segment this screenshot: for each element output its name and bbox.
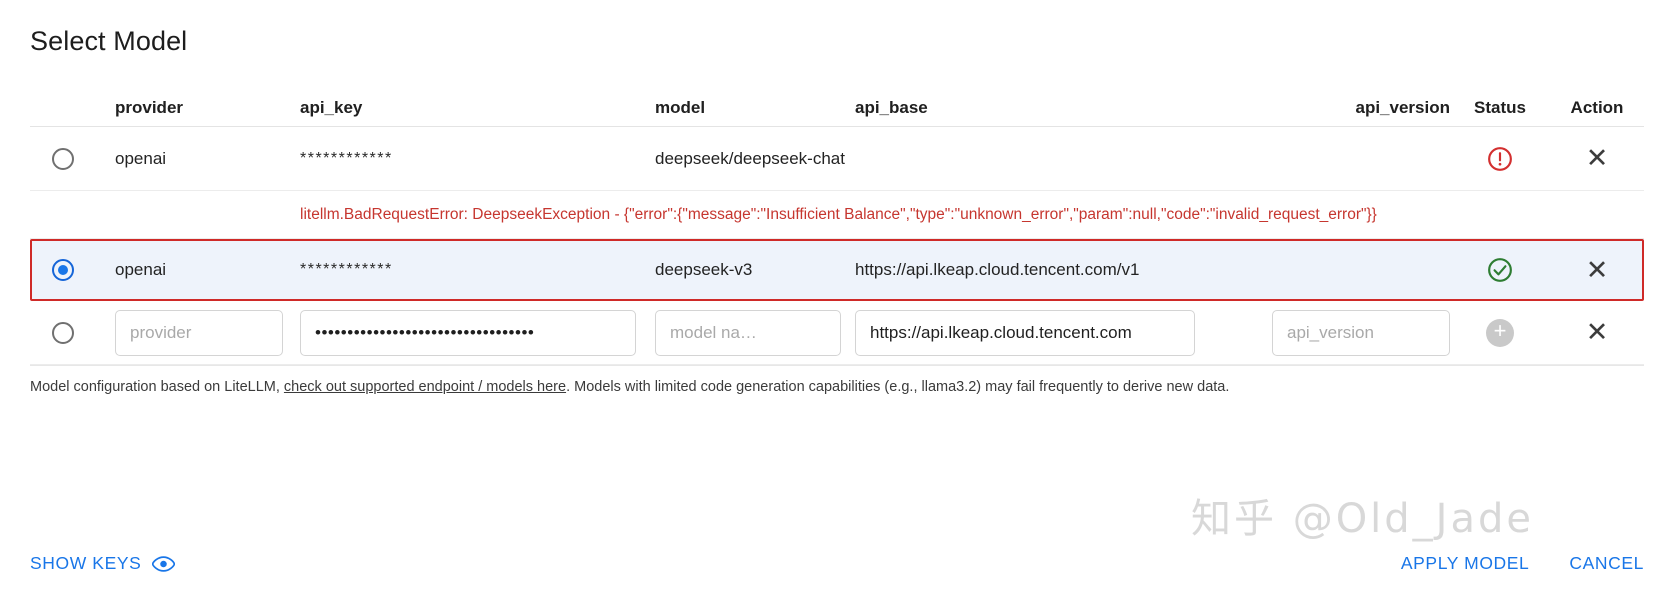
table-row[interactable]: openai ************ deepseek/deepseek-ch… [30, 127, 1644, 191]
table-header-row: provider api_key model api_base api_vers… [30, 87, 1644, 127]
row-api-key: ************ [300, 261, 393, 278]
header-select [30, 118, 115, 126]
row-select-cell [30, 142, 115, 176]
row-api-version [1210, 264, 1450, 276]
model-table: provider api_key model api_base api_vers… [30, 87, 1644, 365]
row-api-base: https://api.lkeap.cloud.tencent.com/v1 [855, 260, 1140, 279]
api-version-input[interactable] [1272, 309, 1450, 356]
header-status: Status [1474, 98, 1526, 117]
dialog-footer: SHOW KEYS APPLY MODEL CANCEL [30, 553, 1644, 574]
cancel-button[interactable]: CANCEL [1569, 553, 1644, 573]
api-key-input[interactable] [300, 309, 636, 356]
header-provider: provider [115, 98, 184, 117]
row-status [1450, 140, 1550, 178]
note-suffix: . Models with limited code generation ca… [566, 379, 1230, 395]
close-icon[interactable]: ✕ [1585, 317, 1609, 347]
row-status [1450, 251, 1550, 289]
error-circle-icon [1488, 146, 1512, 171]
header-api-base: api_base [855, 98, 928, 117]
model-radio-selected[interactable] [52, 259, 74, 281]
error-text: litellm.BadRequestError: DeepseekExcepti… [300, 205, 1377, 223]
table-row-new[interactable]: + ✕ [30, 301, 1644, 365]
show-keys-label: SHOW KEYS [30, 553, 142, 573]
eye-icon[interactable] [152, 555, 176, 572]
row-error-message: litellm.BadRequestError: DeepseekExcepti… [30, 191, 1644, 239]
row-action: ✕ [1550, 251, 1644, 290]
note-prefix: Model configuration based on LiteLLM, [30, 379, 284, 395]
header-api-version: api_version [1355, 98, 1451, 117]
row-select-cell [30, 253, 115, 287]
watermark: 知乎 @Old_Jade [1190, 496, 1534, 542]
header-api-key: api_key [300, 98, 363, 117]
table-row-selected[interactable]: openai ************ deepseek-v3 https://… [30, 239, 1644, 301]
row-api-key: ************ [300, 149, 393, 167]
row-provider: openai [115, 148, 167, 168]
new-row-action: ✕ [1550, 313, 1644, 352]
new-api-key-cell [300, 304, 655, 362]
row-provider: openai [115, 260, 167, 279]
row-model: deepseek-v3 [655, 260, 753, 280]
model-radio-new[interactable] [52, 321, 74, 344]
new-provider-cell [115, 304, 300, 362]
page-title: Select Model [30, 26, 188, 56]
header-action: Action [1570, 98, 1624, 117]
provider-input[interactable] [115, 309, 283, 356]
apply-model-button[interactable]: APPLY MODEL [1400, 553, 1530, 573]
check-circle-icon [1488, 258, 1512, 282]
header-model: model [655, 98, 706, 117]
new-api-base-cell [855, 304, 1210, 362]
model-radio-unselected[interactable] [52, 147, 74, 170]
new-api-version-cell [1210, 304, 1450, 362]
row-api-base [855, 153, 1210, 165]
row-action: ✕ [1550, 139, 1644, 178]
row-model: deepseek/deepseek-chat [655, 148, 845, 168]
model-name-input[interactable] [655, 309, 841, 356]
plus-icon[interactable]: + [1486, 318, 1514, 347]
close-icon[interactable]: ✕ [1585, 254, 1609, 285]
row-api-version [1210, 153, 1450, 165]
supported-models-link[interactable]: check out supported endpoint / models he… [283, 379, 567, 395]
close-icon[interactable]: ✕ [1585, 143, 1609, 173]
row-select-cell [30, 316, 115, 350]
show-keys-button[interactable]: SHOW KEYS [30, 553, 176, 574]
new-model-cell [655, 304, 855, 362]
footer-note: Model configuration based on LiteLLM, ch… [30, 365, 1644, 395]
new-row-add-cell: + [1450, 313, 1550, 353]
api-base-input[interactable] [855, 309, 1195, 356]
footer-actions: APPLY MODEL CANCEL [1401, 553, 1644, 574]
